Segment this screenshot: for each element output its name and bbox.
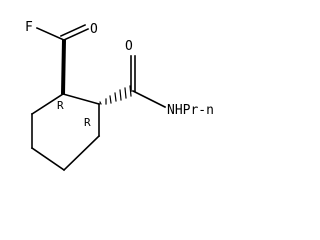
wedge-bond bbox=[61, 40, 66, 94]
c-o-double-bond bbox=[62, 27, 90, 42]
amide-nitrogen-label: NHPr-n bbox=[167, 103, 214, 118]
molecule-drawing: F O O NHPr-n R R bbox=[25, 20, 214, 172]
acyl-fluoride-group: F O bbox=[25, 20, 98, 42]
structure-diagram: F O O NHPr-n R R bbox=[25, 20, 214, 172]
fluorine-atom-label: F bbox=[25, 20, 33, 35]
stereo-label-right: R bbox=[84, 116, 91, 129]
c-n-bond bbox=[131, 89, 167, 109]
stereo-label-left: R bbox=[57, 99, 64, 112]
ring-bond bbox=[62, 134, 101, 172]
oxygen-atom-label: O bbox=[125, 39, 133, 54]
c-f-bond bbox=[35, 26, 66, 42]
ring-bond bbox=[30, 92, 65, 116]
hashed-bond bbox=[99, 85, 132, 105]
ring-bond bbox=[30, 146, 66, 172]
c-o-double-bond bbox=[59, 23, 87, 38]
cyclohexane-ring bbox=[30, 92, 101, 172]
ring-bond bbox=[62, 93, 100, 105]
oxygen-atom-label: O bbox=[90, 22, 98, 37]
amide-group: O NHPr-n bbox=[125, 39, 214, 118]
